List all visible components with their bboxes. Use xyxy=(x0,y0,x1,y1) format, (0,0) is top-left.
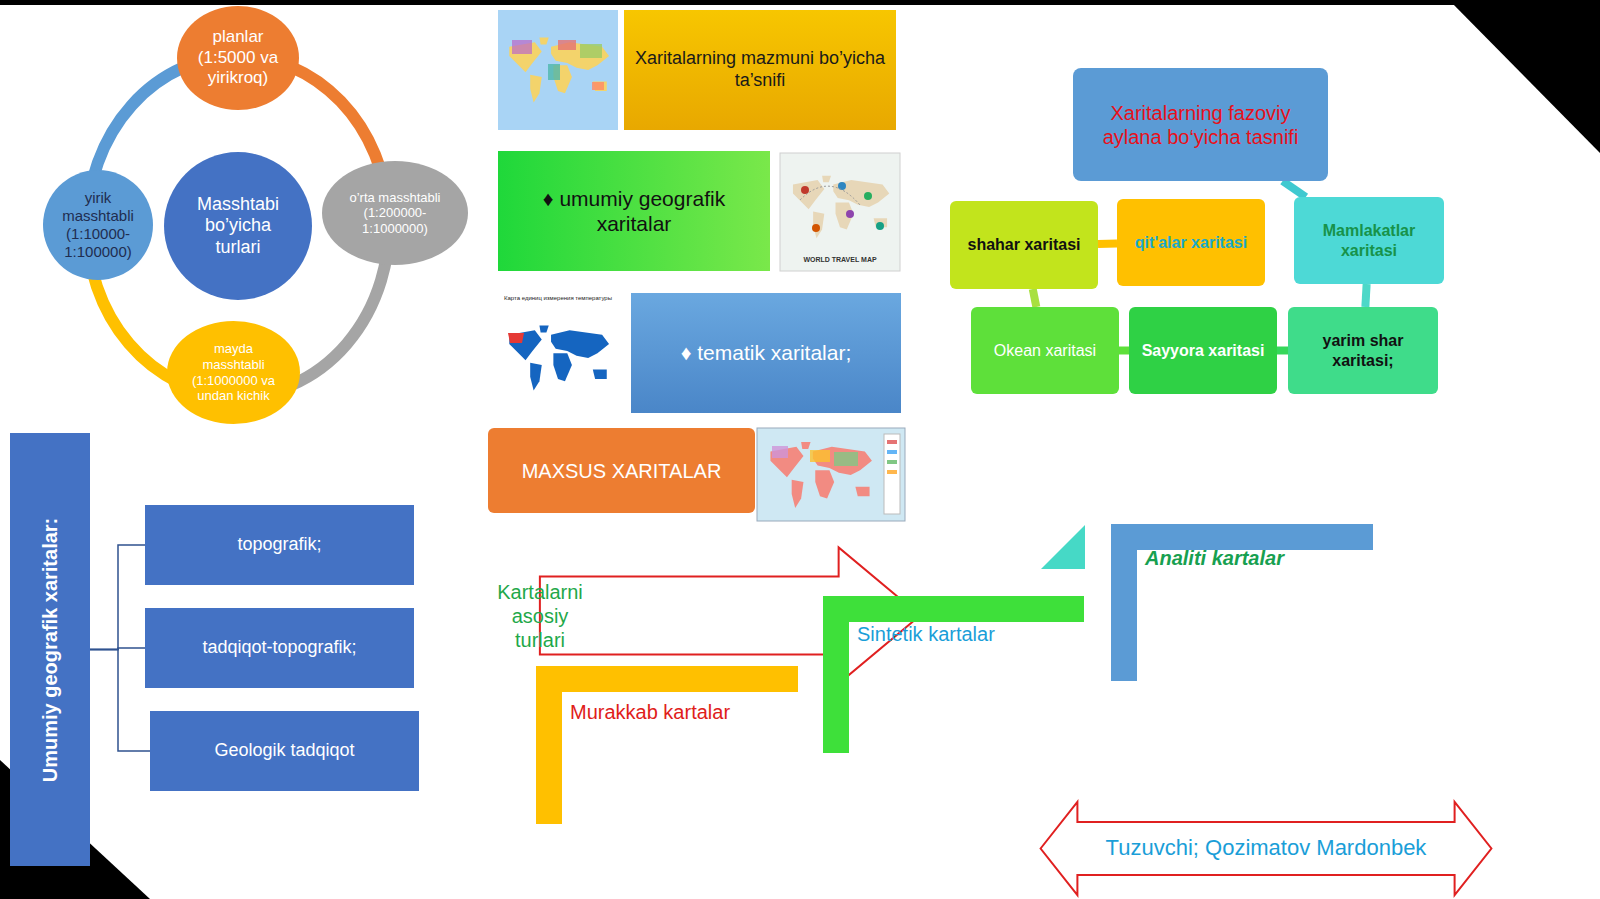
chain-connector xyxy=(1277,347,1288,355)
node-text: ♦ tematik xaritalar; xyxy=(681,340,852,365)
top-strip xyxy=(0,0,1600,5)
list-box: Geologik tadqiqot xyxy=(150,711,419,791)
chain-connector xyxy=(1119,347,1129,355)
node-text: Xaritalarning mazmuni bo’yicha ta’snifi xyxy=(632,48,888,91)
bracket-line xyxy=(90,650,150,752)
double-arrow-shape: Tuzuvchi; Qozimatov Mardonbek xyxy=(1036,801,1496,896)
map-caption: Карта единиц измерения температуры xyxy=(499,295,617,302)
node-text: shahar xaritasi xyxy=(968,235,1081,254)
node-text: MAXSUS XARITALAR xyxy=(522,459,722,483)
step-bar xyxy=(1111,524,1373,550)
category-box: ♦ umumiy geografik xaritalar xyxy=(498,151,770,271)
corner-top-right xyxy=(1449,0,1600,153)
node-text: Masshtabi bo’yicha turlari xyxy=(183,194,293,259)
node-text: Sintetik kartalar xyxy=(857,622,995,646)
center-circle: Masshtabi bo’yicha turlari xyxy=(164,152,312,300)
step-bar xyxy=(536,666,562,824)
scale-ellipse: planlar (1:5000 va yirikroq) xyxy=(177,6,299,110)
vertical-band: Umumiy geografik xaritalar: xyxy=(10,433,90,866)
root-box: Xaritalarning fazoviy aylana bo‘yicha ta… xyxy=(1073,68,1328,181)
node-text: Tuzuvchi; Qozimatov Mardonbek xyxy=(1106,835,1427,861)
title-box: Xaritalarning mazmuni bo’yicha ta’snifi xyxy=(624,10,896,130)
travel-map xyxy=(780,153,900,271)
type-box: qit'alar xaritasi xyxy=(1117,199,1265,286)
type-box: Okean xaritasi xyxy=(971,307,1119,394)
node-text: qit'alar xaritasi xyxy=(1135,233,1247,252)
node-text: Kartalarni asosiy turlari xyxy=(497,580,583,652)
node-text: ♦ umumiy geografik xaritalar xyxy=(506,186,762,236)
type-box: yarim shar xaritasi; xyxy=(1288,307,1438,394)
step-bar xyxy=(536,666,798,692)
scale-ellipse: mayda masshtabli (1:1000000 va undan kic… xyxy=(167,321,300,424)
step-bar xyxy=(823,596,849,753)
type-box: shahar xaritasi xyxy=(950,201,1098,289)
node-text: o’rta masshtabli (1:200000-1:1000000) xyxy=(339,190,451,237)
step-shape: Analiti kartalar xyxy=(1111,524,1373,681)
list-box: tadqiqot-topografik; xyxy=(145,608,414,688)
node-text: topografik; xyxy=(237,534,321,556)
node-text: Xaritalarning fazoviy aylana bo‘yicha ta… xyxy=(1081,101,1320,149)
temperature-map xyxy=(498,293,618,413)
node-text: Umumiy geografik xaritalar: xyxy=(38,445,62,855)
node-text: planlar (1:5000 va yirikroq) xyxy=(196,27,280,88)
step-bar xyxy=(823,596,1084,622)
chain-connector xyxy=(1033,289,1037,307)
accent-triangle xyxy=(1041,525,1085,569)
node-text: Murakkab kartalar xyxy=(570,700,730,724)
step-shape: Sintetik kartalar xyxy=(823,596,1084,753)
node-text: tadqiqot-topografik; xyxy=(202,637,356,659)
node-text: Analiti kartalar xyxy=(1145,546,1284,570)
type-box: Mamlakatlar xaritasi xyxy=(1294,197,1444,284)
bracket-line xyxy=(90,545,145,650)
type-box: Sayyora xaritasi xyxy=(1129,307,1277,394)
list-box: topografik; xyxy=(145,505,414,585)
category-box: MAXSUS XARITALAR xyxy=(488,428,755,513)
step-shape: Murakkab kartalar xyxy=(536,666,798,824)
step-bar xyxy=(1111,524,1137,681)
map-caption: WORLD TRAVEL MAP xyxy=(786,256,894,264)
chain-connector xyxy=(1365,284,1366,307)
node-text: Okean xaritasi xyxy=(994,341,1096,360)
category-box: ♦ tematik xaritalar; xyxy=(631,293,901,413)
node-text: Mamlakatlar xaritasi xyxy=(1302,221,1436,259)
scale-ellipse: yirik masshtabli (1:10000-1:100000) xyxy=(43,170,153,280)
peoples-map xyxy=(757,428,905,521)
political-map xyxy=(498,10,618,130)
chain-connector xyxy=(1098,240,1117,248)
node-text: mayda masshtabli (1:1000000 va undan kic… xyxy=(182,341,286,403)
node-text: yarim shar xaritasi; xyxy=(1296,331,1430,369)
node-text: Sayyora xaritasi xyxy=(1142,341,1265,360)
scale-ellipse: o’rta masshtabli (1:200000-1:1000000) xyxy=(322,161,468,265)
node-text: yirik masshtabli (1:10000-1:100000) xyxy=(53,189,143,261)
node-text: Geologik tadqiqot xyxy=(214,740,354,762)
chain-connector xyxy=(1283,181,1306,197)
